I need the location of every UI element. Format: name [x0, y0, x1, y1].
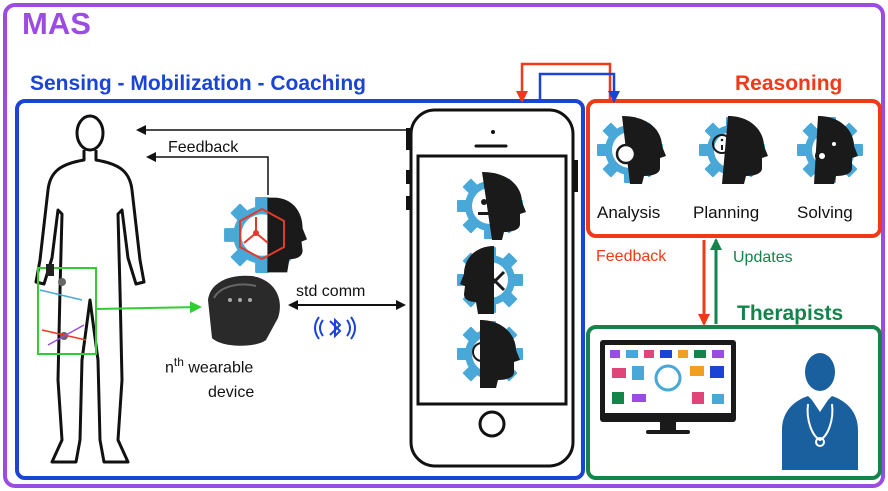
medical-monitor-icon [600, 340, 736, 434]
device-sup: th [173, 355, 184, 369]
analysis-label: Analysis [597, 203, 661, 222]
gear-head-planning-icon [699, 116, 768, 184]
doctor-silhouette-icon [782, 353, 858, 470]
device-n: n [165, 359, 174, 377]
sensing-reasoning-connectors [516, 62, 620, 103]
therapists-panel-border [586, 325, 882, 480]
solving-label: Solving [797, 203, 853, 222]
human-body-outline-icon [34, 114, 146, 464]
gear-head-agent-icon [224, 197, 307, 273]
device-wearable: wearable [183, 359, 254, 377]
device-label-line1: nth wearable [165, 355, 253, 377]
mas-panel-title: MAS [22, 6, 91, 41]
therapists-panel-title: Therapists [737, 302, 844, 325]
phone-rehab-agent-icon [457, 172, 526, 240]
feedback-human-label: Feedback [168, 139, 239, 156]
std-comm-label: std comm [296, 283, 366, 300]
sensing-panel-title: Sensing - Mobilization - Coaching [30, 72, 366, 95]
feedback-arrows [136, 125, 412, 195]
phone-tools-agent-icon [457, 246, 523, 314]
sensor-to-device-link [95, 301, 202, 314]
sensing-panel-border [15, 99, 585, 480]
reasoning-panel-title: Reasoning [735, 72, 843, 95]
gear-head-analysis-icon [597, 116, 666, 184]
reasoning-panel-border [586, 99, 882, 238]
planning-label: Planning [693, 203, 760, 222]
leg-sensor-highlight [37, 264, 97, 355]
mas-panel-border [3, 3, 885, 488]
bluetooth-icon [314, 316, 356, 340]
updates-label: Updates [733, 249, 793, 266]
feedback-reasoning-label: Feedback [596, 248, 667, 265]
phone-info-agent-icon [457, 320, 523, 388]
gear-head-solving-icon [797, 116, 863, 184]
wearable-sensor-icon [208, 275, 280, 346]
device-label-line2: device [208, 384, 255, 401]
